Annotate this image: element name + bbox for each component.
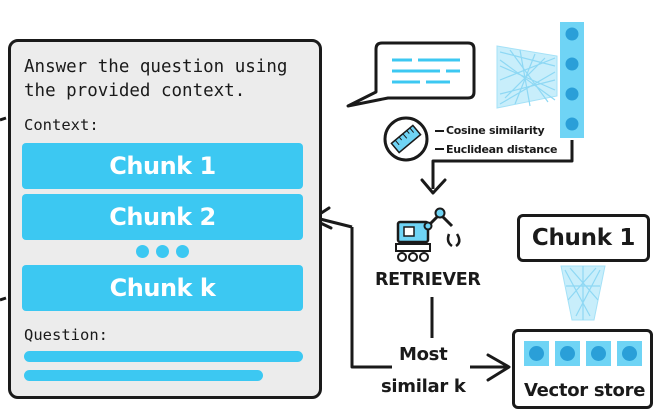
question-placeholder-bar [24, 351, 303, 362]
stored-chunk-label: Chunk 1 [531, 225, 636, 251]
question-placeholder-bar [24, 370, 263, 381]
ruler-icon [383, 116, 429, 162]
vector-dot [529, 346, 544, 361]
context-chunk-2: Chunk 2 [22, 194, 303, 240]
most-similar-label-line-1: Most [399, 344, 448, 365]
neural-network-icon-2 [560, 265, 606, 321]
context-chunk-k: Chunk k [22, 265, 303, 311]
vector-dot [560, 346, 575, 361]
ellipsis-dot [136, 245, 149, 258]
context-chunk-1: Chunk 1 [22, 143, 303, 189]
most-similar-label-line-2: similar k [381, 376, 466, 397]
left-edge-line-top [0, 116, 7, 122]
ellipsis-dot [156, 245, 169, 258]
embedding-vector-icon [560, 22, 584, 138]
retriever-label: RETRIEVER [375, 270, 481, 290]
speech-bubble-icon [346, 41, 476, 108]
robot-arm-icon [395, 207, 461, 262]
prompt-instruction-line-1: Answer the question using [24, 57, 288, 77]
prompt-instruction-line-2: the provided context. [24, 81, 246, 101]
vector-store-label: Vector store [524, 380, 646, 401]
question-label: Question: [24, 326, 108, 344]
vector-dot [591, 346, 606, 361]
cosine-similarity-label: Cosine similarity [446, 124, 545, 137]
ellipsis-dot [176, 245, 189, 258]
stored-chunk-box [517, 214, 650, 262]
context-label: Context: [24, 116, 99, 134]
left-edge-line-bottom [0, 296, 7, 302]
neural-network-icon [496, 45, 558, 109]
vector-dot [622, 346, 637, 361]
euclidean-distance-label: Euclidean distance [446, 143, 558, 156]
